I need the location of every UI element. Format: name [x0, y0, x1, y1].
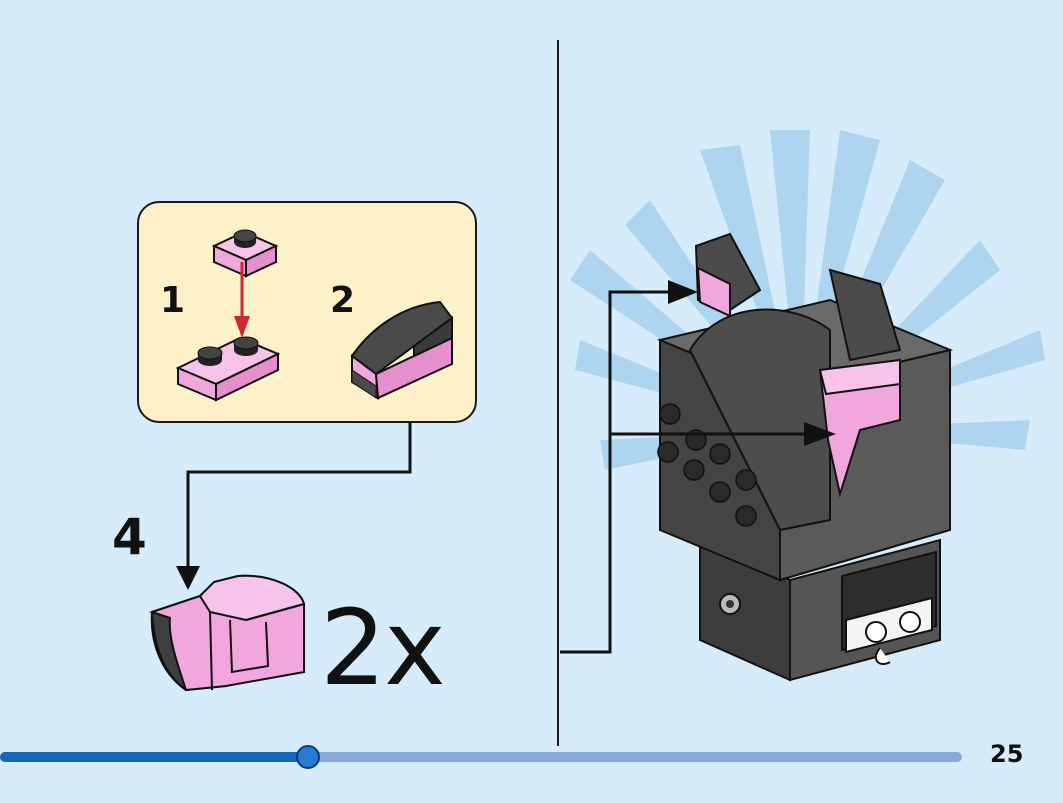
page-number: 25 [990, 740, 1024, 768]
pink-plate-icon [175, 229, 281, 402]
progress-track [0, 752, 962, 762]
black-cat-brickheadz-model-icon [656, 232, 954, 682]
step-number: 4 [112, 508, 147, 566]
pink-slope-brick-icon [350, 300, 454, 400]
progress-knob[interactable] [296, 745, 320, 769]
assembled-ear-piece-icon [148, 574, 306, 692]
panel-divider [557, 40, 559, 746]
quantity-multiplier: 2x [320, 587, 446, 709]
sub-step-1-label: 1 [160, 280, 186, 321]
sub-step-2-label: 2 [330, 280, 356, 321]
progress-fill [0, 752, 308, 762]
